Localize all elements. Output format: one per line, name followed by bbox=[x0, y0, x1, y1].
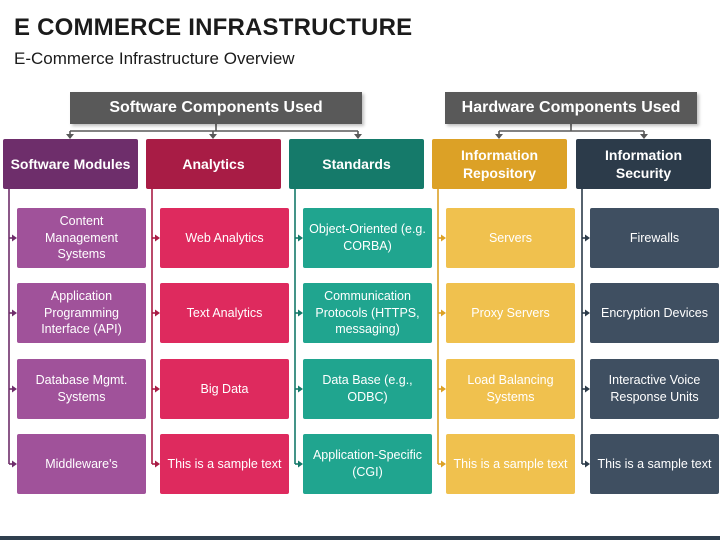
item-information-security-4: This is a sample text bbox=[590, 434, 719, 494]
item-software-modules-2: Application Programming Interface (API) bbox=[17, 283, 146, 343]
category-header-software-modules: Software Modules bbox=[3, 139, 138, 189]
branch-arrow bbox=[155, 309, 160, 317]
item-software-modules-3: Database Mgmt. Systems bbox=[17, 359, 146, 419]
item-information-security-2: Encryption Devices bbox=[590, 283, 719, 343]
group-header-software: Software Components Used bbox=[70, 92, 362, 124]
item-standards-3: Data Base (e.g., ODBC) bbox=[303, 359, 432, 419]
branch-arrow bbox=[155, 460, 160, 468]
category-header-standards: Standards bbox=[289, 139, 424, 189]
category-header-analytics: Analytics bbox=[146, 139, 281, 189]
branch-arrow bbox=[441, 385, 446, 393]
branch-arrow bbox=[298, 234, 303, 242]
item-analytics-4: This is a sample text bbox=[160, 434, 289, 494]
branch-arrow bbox=[585, 460, 590, 468]
branch-arrow bbox=[298, 460, 303, 468]
item-analytics-2: Text Analytics bbox=[160, 283, 289, 343]
branch-arrow bbox=[12, 309, 17, 317]
branch-arrow bbox=[585, 234, 590, 242]
category-header-information-repository: Information Repository bbox=[432, 139, 567, 189]
item-information-repository-3: Load Balancing Systems bbox=[446, 359, 575, 419]
item-standards-4: Application-Specific (CGI) bbox=[303, 434, 432, 494]
group-connector-arrow bbox=[640, 134, 648, 139]
item-software-modules-1: Content Management Systems bbox=[17, 208, 146, 268]
branch-arrow bbox=[585, 309, 590, 317]
item-standards-1: Object-Oriented (e.g. CORBA) bbox=[303, 208, 432, 268]
branch-arrow bbox=[12, 460, 17, 468]
group-connector-arrow bbox=[354, 134, 362, 139]
item-analytics-3: Big Data bbox=[160, 359, 289, 419]
item-information-repository-1: Servers bbox=[446, 208, 575, 268]
item-standards-2: Communication Protocols (HTTPS, messagin… bbox=[303, 283, 432, 343]
branch-arrow bbox=[298, 309, 303, 317]
page-subtitle: E-Commerce Infrastructure Overview bbox=[14, 49, 295, 68]
page-title: E COMMERCE INFRASTRUCTURE bbox=[14, 14, 413, 41]
group-connector-arrow bbox=[495, 134, 503, 139]
branch-arrow bbox=[441, 234, 446, 242]
branch-arrow bbox=[441, 309, 446, 317]
group-connector-arrow bbox=[209, 134, 217, 139]
category-header-information-security: Information Security bbox=[576, 139, 711, 189]
branch-arrow bbox=[12, 234, 17, 242]
item-software-modules-4: Middleware's bbox=[17, 434, 146, 494]
branch-arrow bbox=[155, 385, 160, 393]
item-information-security-3: Interactive Voice Response Units bbox=[590, 359, 719, 419]
item-information-repository-4: This is a sample text bbox=[446, 434, 575, 494]
item-analytics-1: Web Analytics bbox=[160, 208, 289, 268]
branch-arrow bbox=[12, 385, 17, 393]
branch-arrow bbox=[441, 460, 446, 468]
group-header-hardware: Hardware Components Used bbox=[445, 92, 697, 124]
branch-arrow bbox=[585, 385, 590, 393]
item-information-security-1: Firewalls bbox=[590, 208, 719, 268]
footer-bar bbox=[0, 536, 720, 540]
branch-arrow bbox=[298, 385, 303, 393]
group-connector-arrow bbox=[66, 134, 74, 139]
item-information-repository-2: Proxy Servers bbox=[446, 283, 575, 343]
branch-arrow bbox=[155, 234, 160, 242]
